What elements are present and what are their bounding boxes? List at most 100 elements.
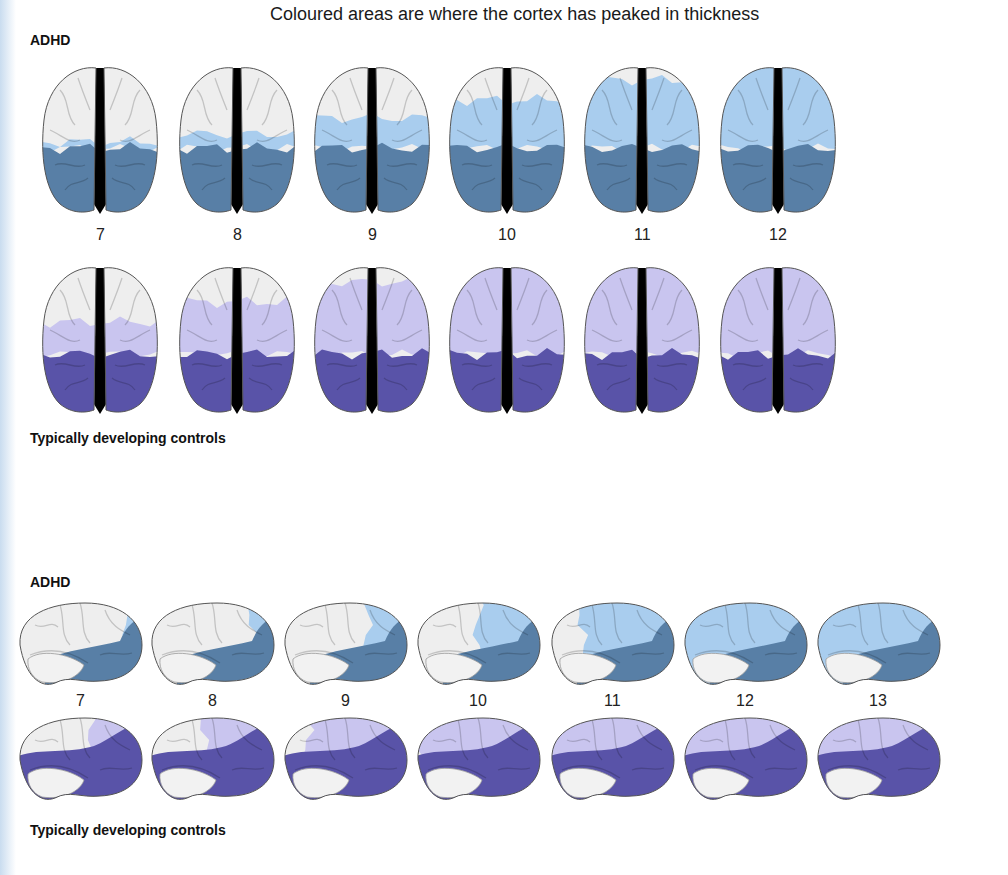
- sulcus-line: [728, 130, 758, 141]
- brain-lateral-view: [538, 700, 692, 820]
- sulcus-line: [345, 718, 355, 758]
- sulcus-line: [743, 178, 766, 190]
- sulcus-line: [485, 278, 497, 310]
- brain-top-view: [572, 60, 712, 244]
- brain-lateral-view: [542, 585, 692, 705]
- peaked-region-early: [30, 142, 170, 244]
- sulcus-line: [247, 278, 259, 310]
- peaked-region-early: [416, 720, 550, 820]
- hemisphere-outline: [43, 268, 96, 412]
- sulcus-line: [620, 78, 632, 110]
- age-number: 9: [341, 692, 350, 710]
- sulcus-line: [858, 605, 868, 645]
- sulcus-line: [602, 90, 617, 125]
- sulcus-line: [60, 605, 70, 645]
- group-label: Typically developing controls: [30, 430, 226, 446]
- hemisphere-outline: [376, 68, 429, 212]
- sulcus-line: [392, 330, 422, 341]
- hemisphere-outline: [315, 68, 368, 212]
- peaked-region-recent: [800, 585, 958, 705]
- sulcus-line: [828, 651, 886, 663]
- sulcus-line: [252, 164, 282, 167]
- age-number: 8: [233, 226, 242, 244]
- sulcus-line: [632, 768, 664, 770]
- hemisphere-outline: [43, 68, 96, 212]
- sulcus-line: [458, 605, 468, 645]
- sulcus-line: [745, 718, 755, 758]
- sulcus-line: [828, 766, 886, 778]
- brain-surface: [542, 585, 692, 705]
- hemisphere-outline: [585, 68, 638, 212]
- sulcus-line: [652, 278, 664, 310]
- temporal-lobe: [560, 653, 616, 682]
- unpeaked-cortex: [302, 260, 442, 420]
- sulcus-line: [657, 364, 687, 367]
- sulcus-line: [35, 624, 58, 627]
- brain-outline: [418, 718, 540, 799]
- brain-surface: [30, 260, 170, 444]
- brain-top-view: [30, 60, 170, 244]
- sulcus-line: [478, 603, 488, 643]
- hemisphere-outline: [241, 68, 294, 212]
- brain-outline: [20, 603, 142, 684]
- sulcus-line: [215, 278, 227, 310]
- temporal-lobe: [160, 653, 216, 682]
- temporal-lobe: [693, 768, 749, 797]
- temporal-lobe: [28, 653, 84, 682]
- sulcus-line: [120, 330, 150, 341]
- sulcus-line: [60, 90, 75, 125]
- sulcus-line: [657, 164, 687, 167]
- brain-outline: [552, 718, 674, 799]
- brain-top-view: [30, 260, 170, 444]
- peaked-region-early: [708, 348, 848, 443]
- hemisphere-outline: [511, 68, 564, 212]
- age-number: 12: [736, 692, 754, 710]
- peaked-region-early: [167, 349, 307, 445]
- sulcus-line: [798, 130, 828, 141]
- peaked-region-early: [683, 720, 817, 820]
- sulcus-line: [365, 653, 397, 655]
- brain-outline: [20, 718, 142, 799]
- sulcus-line: [332, 90, 347, 125]
- hemisphere-outline: [450, 268, 503, 412]
- hemisphere-outline: [315, 268, 368, 412]
- sulcus-line: [498, 653, 530, 655]
- sulcus-line: [212, 718, 222, 758]
- hemisphere-outline: [180, 268, 233, 412]
- sulcus-line: [345, 603, 355, 643]
- hemisphere-outline: [721, 268, 774, 412]
- hemisphere-outline: [104, 68, 157, 212]
- temporal-lobe: [426, 768, 482, 797]
- peaked-region-early: [30, 349, 170, 444]
- sulcus-line: [387, 164, 417, 167]
- sulcus-line: [162, 766, 220, 778]
- sulcus-line: [325, 605, 335, 645]
- sulcus-line: [262, 90, 277, 125]
- age-number: 13: [869, 692, 887, 710]
- sulcus-line: [522, 364, 552, 367]
- peaked-region-recent: [708, 249, 848, 358]
- hemisphere-outline: [241, 268, 294, 412]
- brain-surface: [167, 60, 307, 243]
- brain-surface: [708, 249, 848, 443]
- sulcus-line: [428, 766, 486, 778]
- brain-top-view: [437, 60, 577, 244]
- brain-lateral-view: [800, 585, 958, 705]
- temporal-lobe: [693, 653, 749, 682]
- sulcus-line: [202, 178, 225, 190]
- brain-lateral-view: [142, 700, 292, 820]
- sulcus-line: [325, 720, 335, 760]
- sulcus-line: [384, 178, 407, 190]
- peaked-region-recent: [799, 700, 959, 820]
- sulcus-line: [197, 90, 212, 125]
- brain-outline: [152, 718, 274, 799]
- sulcus-line: [738, 90, 753, 125]
- sulcus-line: [592, 720, 602, 760]
- age-number: 11: [634, 226, 651, 244]
- sulcus-line: [562, 766, 620, 778]
- peaked-region-early: [437, 348, 577, 444]
- sulcus-line: [257, 330, 287, 341]
- sulcus-line: [592, 605, 602, 645]
- sulcus-line: [652, 78, 664, 110]
- sulcus-line: [382, 278, 394, 310]
